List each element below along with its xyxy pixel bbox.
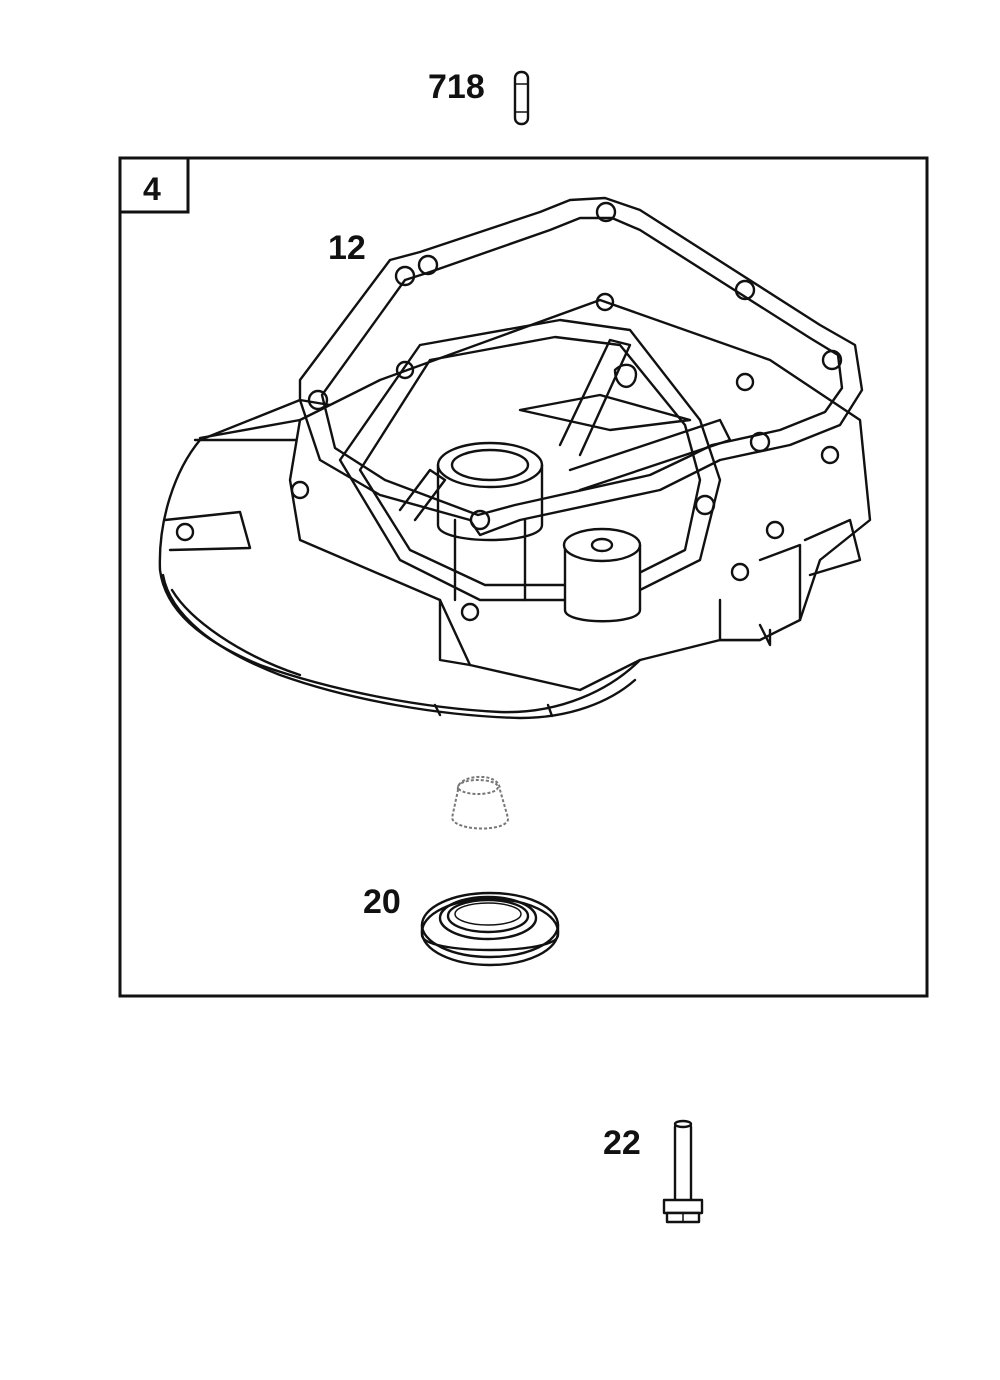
dowel-pin-718[interactable] <box>513 70 530 126</box>
kit-number-label: 4 <box>143 171 161 207</box>
kit-frame <box>118 156 929 998</box>
callout-12: 12 <box>328 229 366 267</box>
crankcase-sump[interactable] <box>158 298 872 720</box>
kit-number-box <box>118 156 190 214</box>
gasket-12[interactable] <box>298 196 864 537</box>
callout-20: 20 <box>363 883 401 921</box>
oil-seal-20[interactable] <box>420 891 560 967</box>
sump-bolt-holes <box>290 292 840 622</box>
callout-22: 22 <box>603 1124 641 1162</box>
callout-718: 718 <box>428 68 485 106</box>
bolt-22[interactable] <box>662 1119 704 1224</box>
ghost-cap <box>450 775 509 830</box>
